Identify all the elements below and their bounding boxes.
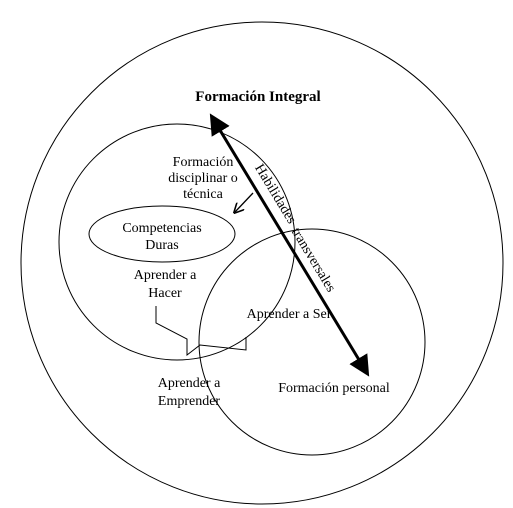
label-formacion-personal: Formación personal <box>278 381 390 396</box>
label-emprender-line1: Aprender a <box>158 376 221 391</box>
arrow-to-competencias <box>235 192 254 212</box>
label-hacer-line2: Hacer <box>148 286 182 301</box>
label-disciplinar-line2: disciplinar o <box>168 171 238 186</box>
axis-arrow-habilidades-transversales <box>209 113 370 377</box>
label-disciplinar-line3: técnica <box>183 187 223 202</box>
label-competencias-line2: Duras <box>145 238 178 253</box>
brace-aprender-emprender <box>155 306 247 357</box>
outer-circle-formacion-integral <box>20 21 504 505</box>
label-disciplinar-line1: Formación <box>173 155 234 170</box>
label-emprender-line2: Emprender <box>158 394 221 409</box>
label-hacer-line1: Aprender a <box>134 268 197 283</box>
label-aprender-ser: Aprender a Ser <box>247 307 332 322</box>
title-formacion-integral: Formación Integral <box>195 89 320 105</box>
label-competencias-line1: Competencias <box>122 221 201 236</box>
